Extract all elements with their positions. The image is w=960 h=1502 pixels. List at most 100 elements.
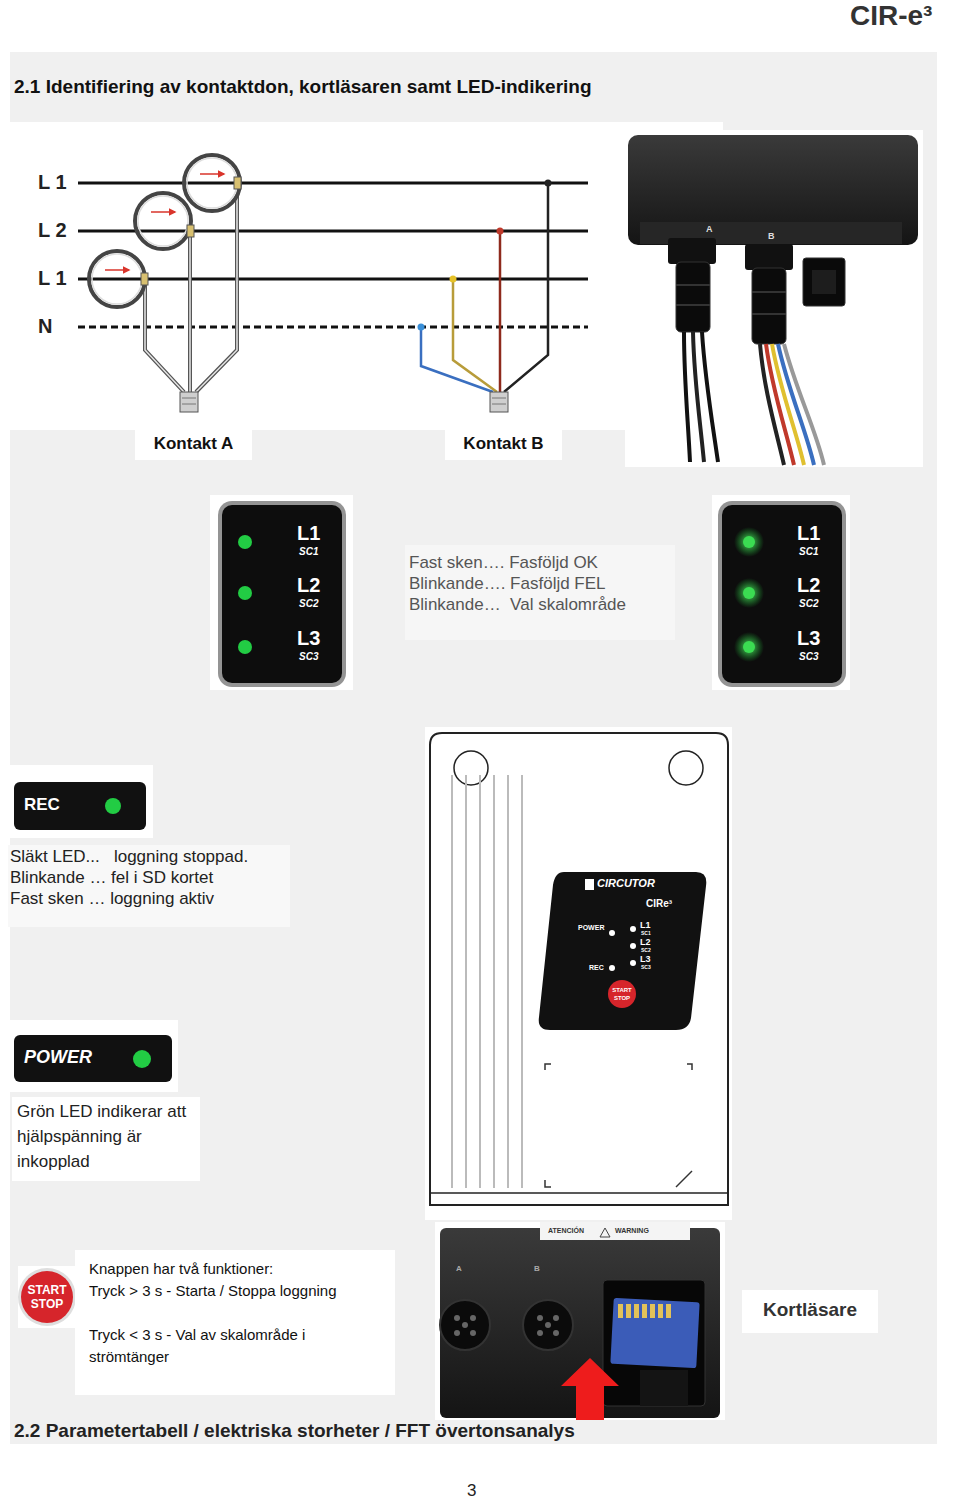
illustration-shape (669, 751, 703, 785)
illustration-shape (752, 313, 786, 315)
illustration-shape (702, 332, 718, 462)
illustration-shape (151, 211, 175, 213)
illustration-shape (182, 404, 196, 405)
illustration-shape (479, 775, 481, 1188)
illustration-shape (803, 258, 845, 306)
illustration-shape (630, 960, 636, 966)
illustration-shape (435, 1222, 725, 1420)
box-text: Blinkande … fel i SD kortet (10, 867, 288, 888)
illustration-shape (610, 1298, 699, 1368)
illustration-shape (135, 193, 191, 249)
illustration-shape (676, 304, 710, 306)
box-text: Tryck < 3 s - Val av skalområde i strömt… (89, 1324, 381, 1368)
illustration-shape (545, 1322, 551, 1328)
illustration-shape (745, 244, 793, 270)
illustration-shape (553, 1315, 559, 1321)
label-text: B (768, 231, 775, 241)
box-text: SC1 (299, 547, 318, 557)
box-text: SC3 (299, 652, 318, 662)
label-text: 3 (467, 1481, 476, 1501)
label-text: SC3 (641, 965, 651, 971)
illustration-shape (760, 344, 784, 465)
box-text: Fast sken…. Fasföljd OK (409, 552, 671, 573)
illustration-shape (545, 180, 552, 187)
illustration-shape (537, 1315, 543, 1321)
illustration-shape (630, 926, 636, 932)
box-text: REC (24, 795, 72, 815)
illustration-shape (89, 251, 145, 307)
illustration-shape (184, 155, 240, 211)
card-reader-photo (440, 1222, 720, 1420)
illustration-shape (603, 1280, 705, 1406)
illustration-shape (470, 1330, 476, 1336)
box-text: POWER (24, 1047, 112, 1069)
illustration-shape (141, 273, 148, 285)
connector-photo (628, 135, 918, 465)
illustration-shape (668, 238, 716, 264)
illustration-shape (537, 1330, 543, 1336)
illustration-shape (676, 262, 710, 332)
illustration-shape (539, 872, 707, 1030)
illustration-shape (78, 326, 588, 329)
illustration-shape (812, 270, 836, 294)
illustration-shape (658, 1304, 663, 1318)
illustration-shape (418, 324, 425, 331)
wiring-diagram (78, 155, 588, 412)
illustration-shape (684, 332, 690, 462)
illustration-shape (743, 587, 755, 599)
illustration-shape (687, 1064, 692, 1070)
illustration-shape (734, 527, 764, 557)
illustration-shape (18, 1266, 76, 1328)
illustration-shape (676, 1171, 692, 1187)
illustration-shape (778, 344, 814, 465)
illustration-shape (640, 1370, 688, 1406)
illustration-shape (454, 1330, 460, 1336)
label-text: N (38, 315, 52, 338)
box-text: SC1 (799, 547, 818, 557)
illustration-shape (218, 501, 346, 687)
box-text: SC2 (799, 599, 818, 609)
card-reader-label: Kortläsare (742, 1290, 878, 1333)
illustration-shape (634, 1304, 639, 1318)
illustration-shape (497, 228, 504, 235)
illustration-shape (196, 195, 237, 392)
illustration-shape (145, 285, 184, 392)
illustration-shape (752, 291, 786, 293)
illustration-shape (504, 183, 548, 392)
box-text: L3 (797, 628, 820, 648)
label-text: 2.2 Parametertabell / elektriska storhet… (14, 1420, 575, 1442)
label-text: SC1 (641, 931, 651, 937)
illustration-shape (642, 1304, 647, 1318)
illustration-shape (222, 505, 342, 683)
rec-legend-box: Släkt LED... loggning stoppad.Blinkande … (8, 845, 290, 927)
label-text: A (456, 1264, 462, 1273)
illustration-shape (182, 398, 196, 399)
led-legend-box: Fast sken…. Fasföljd OKBlinkande…. Fasfö… (405, 545, 675, 640)
power-badge: POWER (18, 1044, 118, 1074)
illustration-shape (196, 195, 237, 392)
label-text: L2 (640, 937, 651, 947)
illustration-shape (210, 495, 353, 690)
illustration-shape (545, 1180, 551, 1187)
illustration-shape (628, 135, 918, 245)
box-text: Blinkande… Val skalområde (409, 594, 671, 615)
illustration-shape (676, 284, 710, 286)
illustration-shape (14, 1035, 172, 1082)
label-text: L 1 (38, 267, 67, 290)
label-text: REC (589, 964, 604, 972)
illustration-shape (425, 727, 732, 1220)
illustration-shape (454, 1315, 460, 1321)
illustration-shape (189, 236, 191, 392)
illustration-shape (545, 1064, 551, 1070)
illustration-shape (14, 782, 146, 830)
label-text: START STOP (607, 986, 637, 1002)
illustration-shape (145, 285, 184, 392)
label-text: L1 (640, 920, 651, 930)
illustration-shape (451, 775, 453, 1188)
box-text: L2 (797, 575, 820, 595)
illustration-shape (10, 52, 937, 1444)
illustration-shape (454, 751, 488, 785)
illustration-shape (666, 1304, 671, 1318)
illustration-shape (743, 641, 755, 653)
illustration-shape (238, 586, 252, 600)
